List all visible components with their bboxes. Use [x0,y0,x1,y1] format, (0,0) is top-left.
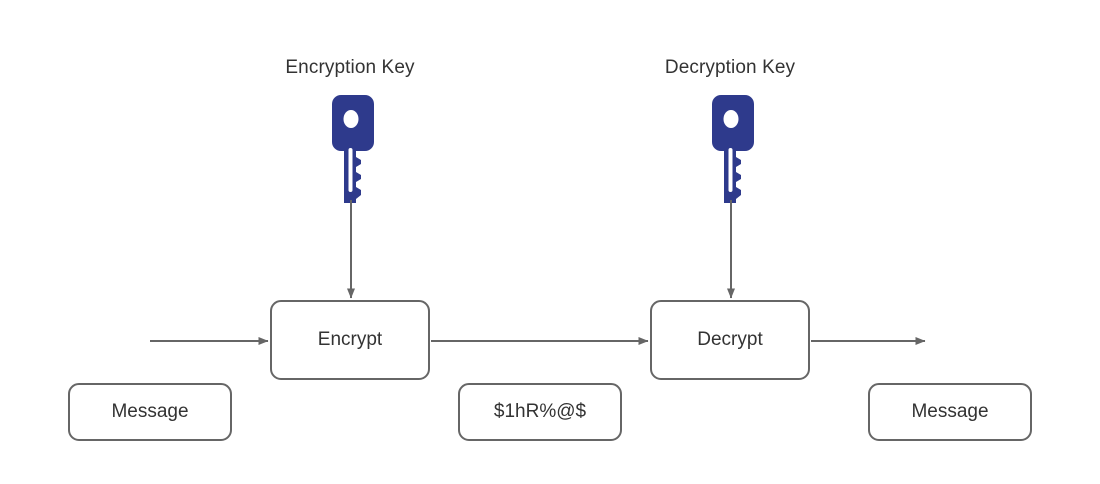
encrypt-node-label: Encrypt [317,329,383,350]
message-output-node[interactable]: Message [868,383,1032,441]
decrypt-node[interactable]: Decrypt [650,300,810,380]
encryption-key-icon [328,95,374,209]
decryption-key-icon [708,95,754,209]
message-input-label: Message [111,401,189,422]
message-input-node[interactable]: Message [68,383,232,441]
ciphertext-label: $1hR%@$ [493,401,587,422]
decrypt-node-label: Decrypt [697,329,763,350]
encryption-key-label: Encryption Key [285,57,415,78]
encrypt-node[interactable]: Encrypt [270,300,430,380]
ciphertext-node[interactable]: $1hR%@$ [458,383,622,441]
decryption-key-label: Decryption Key [664,57,796,78]
message-output-label: Message [911,401,989,422]
